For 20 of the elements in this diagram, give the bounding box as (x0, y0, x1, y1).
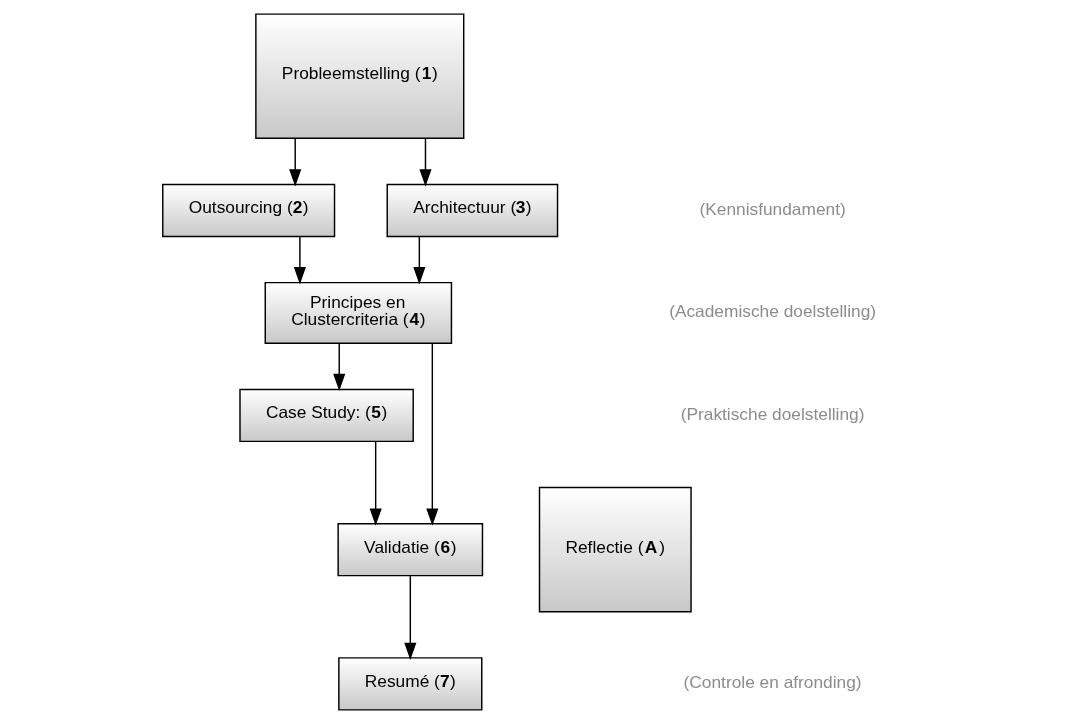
node-box: Case Study: (5) (239, 388, 414, 443)
node-box: Probleemstelling (1) (255, 13, 465, 139)
node-box: Validatie (6) (337, 522, 484, 577)
arrow (369, 441, 382, 526)
arrow (289, 137, 302, 187)
node-box: Resumé (7) (338, 657, 483, 711)
arrow (413, 236, 426, 285)
arrow (419, 137, 432, 187)
arrow (404, 575, 417, 661)
label: (Controle en afronding) (683, 672, 862, 693)
arrow (293, 236, 306, 285)
label: (Kennisfundament) (699, 198, 846, 219)
label: (Praktische doelstelling) (680, 403, 865, 424)
node-box: Outsourcing (2) (162, 183, 336, 238)
node-box: Reflectie (A) (538, 486, 692, 613)
arrow (333, 342, 346, 392)
node-box: Architectuur (3) (386, 183, 559, 238)
label: (Academische doelstelling) (669, 301, 877, 322)
arrow (426, 342, 439, 526)
node-box: Principes en Clustercriteria (4) (264, 281, 453, 344)
